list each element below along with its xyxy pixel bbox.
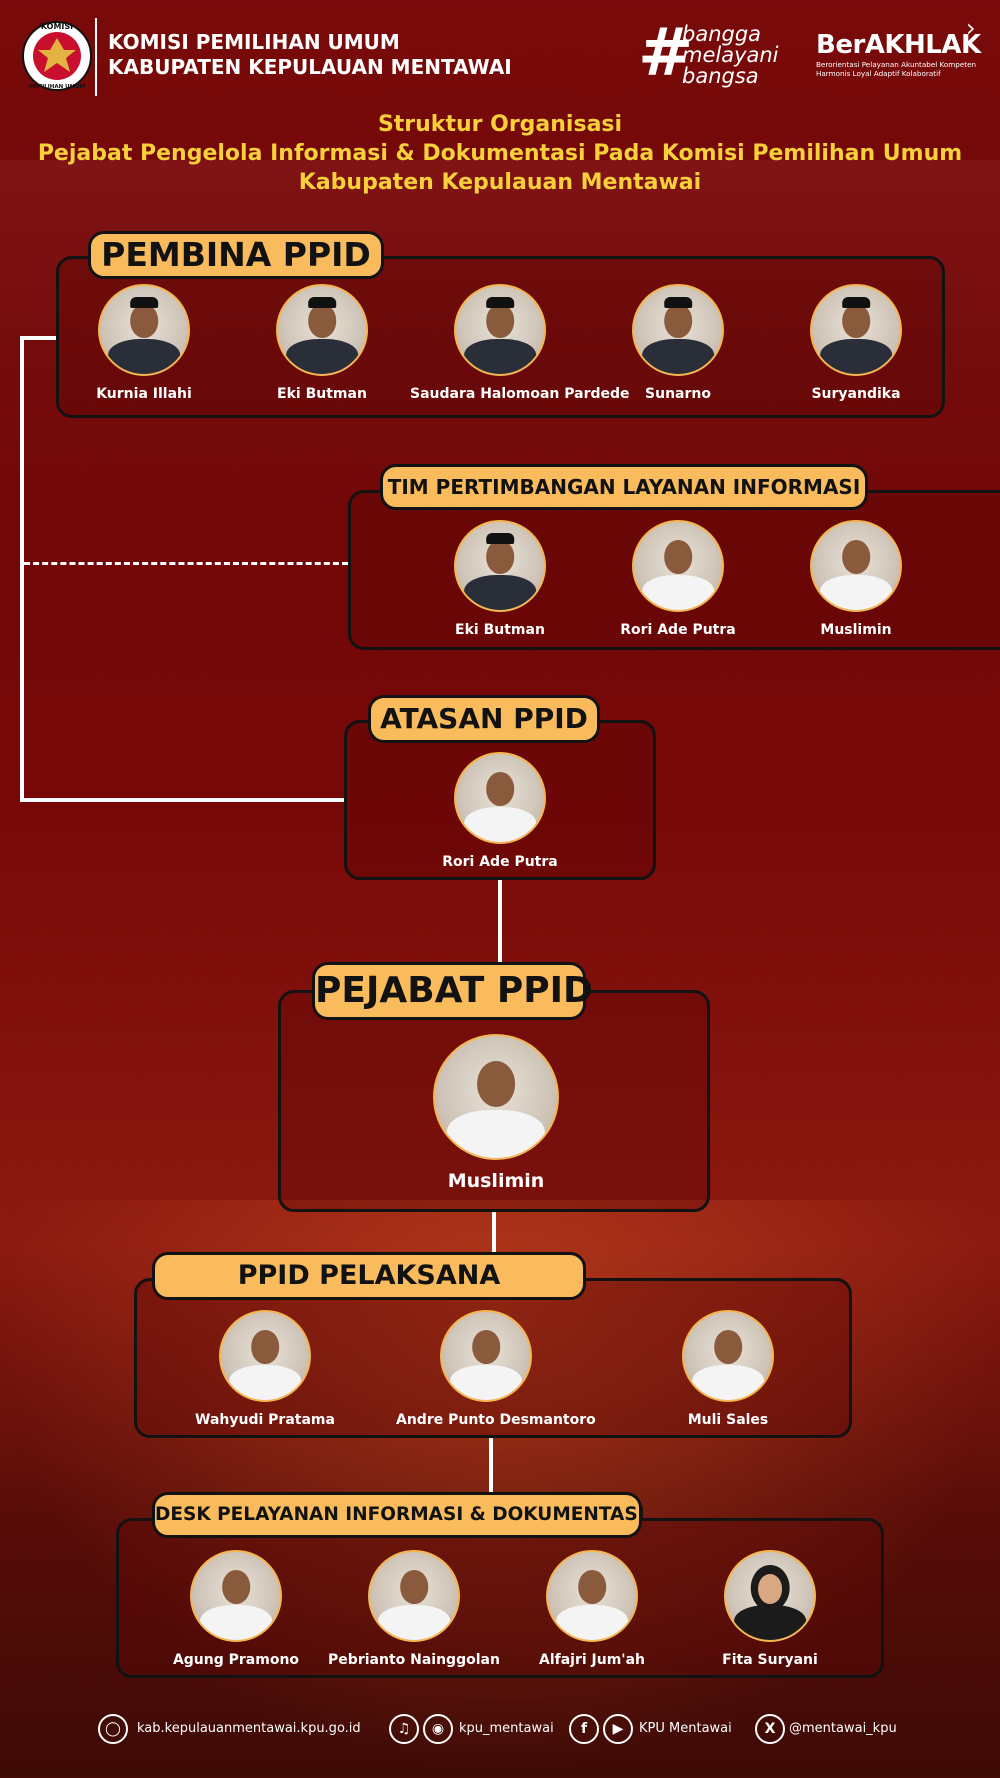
tim-member: Rori Ade Putra xyxy=(588,520,768,638)
pelaksana-member-name: Wahyudi Pratama xyxy=(195,1412,335,1428)
header-divider xyxy=(95,18,97,96)
tiktok-icon[interactable]: ♫ xyxy=(389,1714,419,1744)
pembina-member-name: Saudara Halomoan Pardede xyxy=(410,386,630,402)
hashtag-icon: # xyxy=(638,14,694,91)
pejabat-member-name: Muslimin xyxy=(447,1170,545,1192)
avatar xyxy=(219,1310,311,1402)
desk-member-name: Alfajri Jum'ah xyxy=(538,1652,645,1668)
header: KOMISI PEMILIHAN UMUM KOMISI PEMILIHAN U… xyxy=(0,0,1000,110)
pembina-member-name: Sunarno xyxy=(645,386,711,402)
svg-text:KOMISI: KOMISI xyxy=(41,22,73,31)
page-title: Struktur Organisasi Pejabat Pengelola In… xyxy=(0,110,1000,197)
pembina-member-name: Eki Butman xyxy=(277,386,367,402)
pelaksana-member: Wahyudi Pratama xyxy=(175,1310,355,1428)
avatar xyxy=(276,284,368,376)
berakhlak-logo: BerAKHLAK Berorientasi Pelayanan Akuntab… xyxy=(816,30,986,78)
desk-member: Agung Pramono xyxy=(146,1550,326,1668)
desk-tag: DESK PELAYANAN INFORMASI & DOKUMENTASI xyxy=(152,1492,645,1538)
desk-member-name: Pebrianto Nainggolan xyxy=(328,1652,500,1668)
avatar xyxy=(433,1034,559,1160)
youtube-icon[interactable]: ▶ xyxy=(603,1714,633,1744)
title-line2: Pejabat Pengelola Informasi & Dokumentas… xyxy=(37,141,963,166)
desk-member: Pebrianto Nainggolan xyxy=(324,1550,504,1668)
connector-pelaksana-desk xyxy=(489,1437,493,1493)
pelaksana-member-name: Andre Punto Desmantoro xyxy=(396,1412,596,1428)
pembina-member-name: Suryandika xyxy=(811,386,901,402)
avatar xyxy=(632,284,724,376)
connector-to-atasan xyxy=(20,798,344,802)
tim-member-name: Rori Ade Putra xyxy=(620,622,736,638)
desk-member-name: Agung Pramono xyxy=(172,1652,300,1668)
kpu-logo: KOMISI PEMILIHAN UMUM xyxy=(22,16,92,96)
pembina-member-name: Kurnia Illahi xyxy=(96,386,192,402)
tim-member-name: Muslimin xyxy=(820,622,892,638)
pembina-member: Saudara Halomoan Pardede xyxy=(410,284,630,402)
connector-left-vertical xyxy=(20,336,24,802)
bangga-melayani-logo: # bangga melayani bangsa xyxy=(638,18,798,92)
atasan-member: Rori Ade Putra xyxy=(410,752,590,870)
connector-atasan-pejabat xyxy=(498,880,502,962)
chevron-right-icon: › xyxy=(966,14,976,42)
atasan-member-name: Rori Ade Putra xyxy=(442,854,558,870)
avatar xyxy=(368,1550,460,1642)
avatar xyxy=(724,1550,816,1642)
bangga-line3: bangsa xyxy=(682,64,759,88)
desk-member: Alfajri Jum'ah xyxy=(502,1550,682,1668)
title-line3: Kabupaten Kepulauan Mentawai xyxy=(298,170,702,195)
connector-dashed-to-tim xyxy=(24,562,348,565)
svg-text:PEMILIHAN UMUM: PEMILIHAN UMUM xyxy=(29,84,85,90)
pembina-member: Kurnia Illahi xyxy=(54,284,234,402)
tim-tag: TIM PERTIMBANGAN LAYANAN INFORMASI xyxy=(380,464,868,510)
berakhlak-subtitle: Berorientasi Pelayanan Akuntabel Kompete… xyxy=(816,60,977,78)
desk-member-name: Fita Suryani xyxy=(722,1652,818,1668)
avatar xyxy=(190,1550,282,1642)
avatar xyxy=(454,752,546,844)
org-name-line1: KOMISI PEMILIHAN UMUM xyxy=(108,30,400,54)
avatar xyxy=(810,284,902,376)
pelaksana-tag: PPID PELAKSANA xyxy=(152,1252,586,1300)
pelaksana-member-name: Muli Sales xyxy=(687,1412,769,1428)
instagram-icon[interactable]: ◉ xyxy=(423,1714,453,1744)
pejabat-tag: PEJABAT PPID xyxy=(312,962,593,1020)
avatar xyxy=(454,520,546,612)
connector-to-pembina xyxy=(20,336,56,340)
avatar xyxy=(810,520,902,612)
pejabat-member: Muslimin xyxy=(406,1034,586,1192)
org-name: KOMISI PEMILIHAN UMUM KABUPATEN KEPULAUA… xyxy=(108,30,512,80)
avatar xyxy=(632,520,724,612)
pembina-member: Suryandika xyxy=(766,284,946,402)
footer: ◯ kab.kepulauanmentawai.kpu.go.id ♫ ◉ kp… xyxy=(0,1710,1000,1750)
bangga-line2: melayani xyxy=(682,43,779,67)
footer-website[interactable]: kab.kepulauanmentawai.kpu.go.id xyxy=(137,1721,361,1736)
avatar xyxy=(682,1310,774,1402)
pelaksana-member: Andre Punto Desmantoro xyxy=(396,1310,596,1428)
avatar xyxy=(454,284,546,376)
bangga-line1: bangga xyxy=(682,22,762,46)
globe-icon[interactable]: ◯ xyxy=(98,1714,128,1744)
connector-pejabat-pelaksana xyxy=(492,1212,496,1252)
footer-x[interactable]: @mentawai_kpu xyxy=(789,1721,897,1736)
org-name-line2: KABUPATEN KEPULAUAN MENTAWAI xyxy=(108,55,512,79)
berakhlak-title: BerAKHLAK xyxy=(816,30,981,60)
footer-youtube[interactable]: KPU Mentawai xyxy=(639,1721,732,1736)
facebook-icon[interactable]: f xyxy=(569,1714,599,1744)
pembina-tag: PEMBINA PPID xyxy=(88,231,384,279)
footer-instagram[interactable]: kpu_mentawai xyxy=(459,1721,554,1736)
tim-member: Muslimin xyxy=(766,520,946,638)
pembina-member: Sunarno xyxy=(588,284,768,402)
tim-member-name: Eki Butman xyxy=(455,622,545,638)
x-icon[interactable]: X xyxy=(755,1714,785,1744)
pelaksana-member: Muli Sales xyxy=(638,1310,818,1428)
avatar xyxy=(546,1550,638,1642)
avatar xyxy=(440,1310,532,1402)
tim-member: Eki Butman xyxy=(410,520,590,638)
title-line1: Struktur Organisasi xyxy=(377,112,623,137)
avatar xyxy=(98,284,190,376)
desk-member: Fita Suryani xyxy=(680,1550,860,1668)
pembina-member: Eki Butman xyxy=(232,284,412,402)
atasan-tag: ATASAN PPID xyxy=(368,695,600,743)
